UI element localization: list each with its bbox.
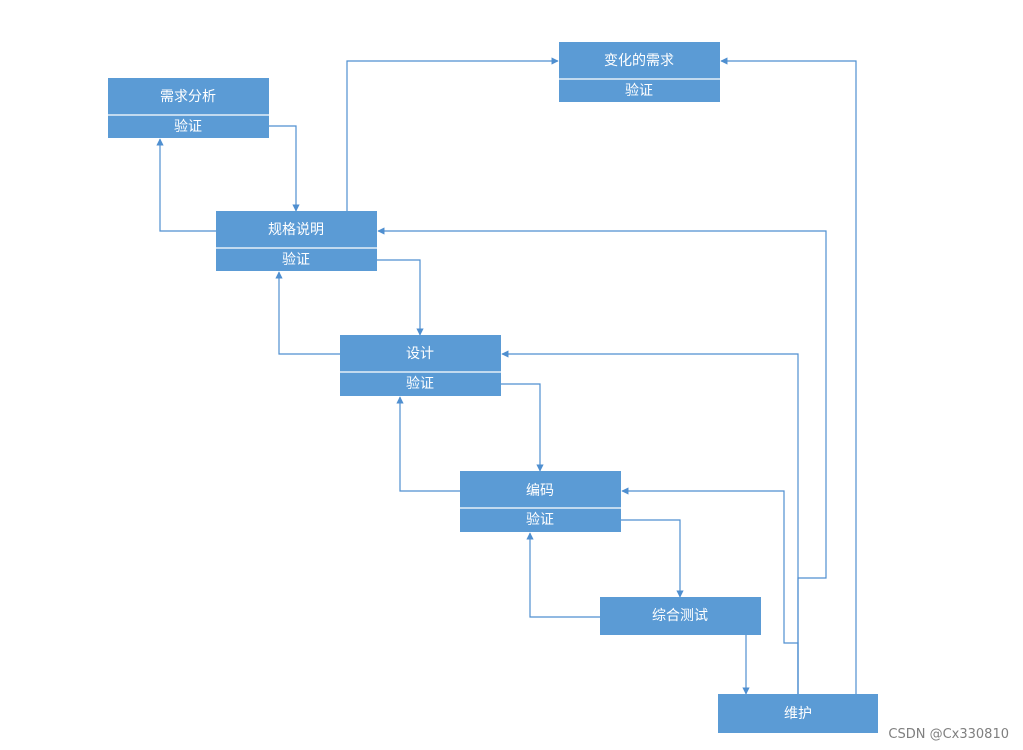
node-integration-testing: 综合测试	[600, 597, 761, 635]
node-coding: 编码 验证	[460, 471, 621, 532]
edge-spec-to-requirements	[156, 138, 216, 232]
edge-maintenance-to-design	[501, 350, 799, 694]
node-subtitle: 验证	[174, 119, 202, 135]
edge-maintenance-to-changing-requirements	[720, 57, 857, 694]
edge-coding-to-design	[396, 396, 460, 492]
node-title: 规格说明	[268, 222, 324, 238]
node-title: 变化的需求	[604, 53, 674, 69]
edge-spec-to-design	[377, 259, 424, 336]
node-specification: 规格说明 验证	[216, 211, 377, 271]
edges	[156, 57, 857, 695]
node-title: 编码	[526, 483, 554, 499]
node-subtitle: 验证	[282, 252, 310, 268]
edge-coding-to-testing	[621, 519, 684, 598]
watermark: CSDN @Cx330810	[888, 727, 1009, 742]
node-subtitle: 验证	[526, 512, 554, 528]
node-subtitle: 验证	[406, 376, 434, 392]
edge-design-to-spec	[275, 271, 340, 355]
node-title: 综合测试	[652, 608, 708, 624]
node-title: 需求分析	[160, 89, 216, 105]
node-design: 设计 验证	[340, 335, 501, 396]
edge-maintenance-to-coding	[621, 487, 799, 694]
node-requirements-analysis: 需求分析 验证	[108, 78, 269, 138]
node-subtitle: 验证	[625, 83, 653, 99]
node-maintenance: 维护	[718, 694, 878, 733]
node-changing-requirements: 变化的需求 验证	[559, 42, 720, 102]
edge-spec-to-changing-requirements	[346, 57, 559, 211]
edge-requirements-to-spec	[268, 125, 300, 212]
edge-design-to-coding	[501, 383, 544, 472]
node-title: 设计	[406, 346, 434, 362]
node-title: 维护	[784, 706, 812, 722]
edge-testing-to-coding	[526, 532, 600, 618]
